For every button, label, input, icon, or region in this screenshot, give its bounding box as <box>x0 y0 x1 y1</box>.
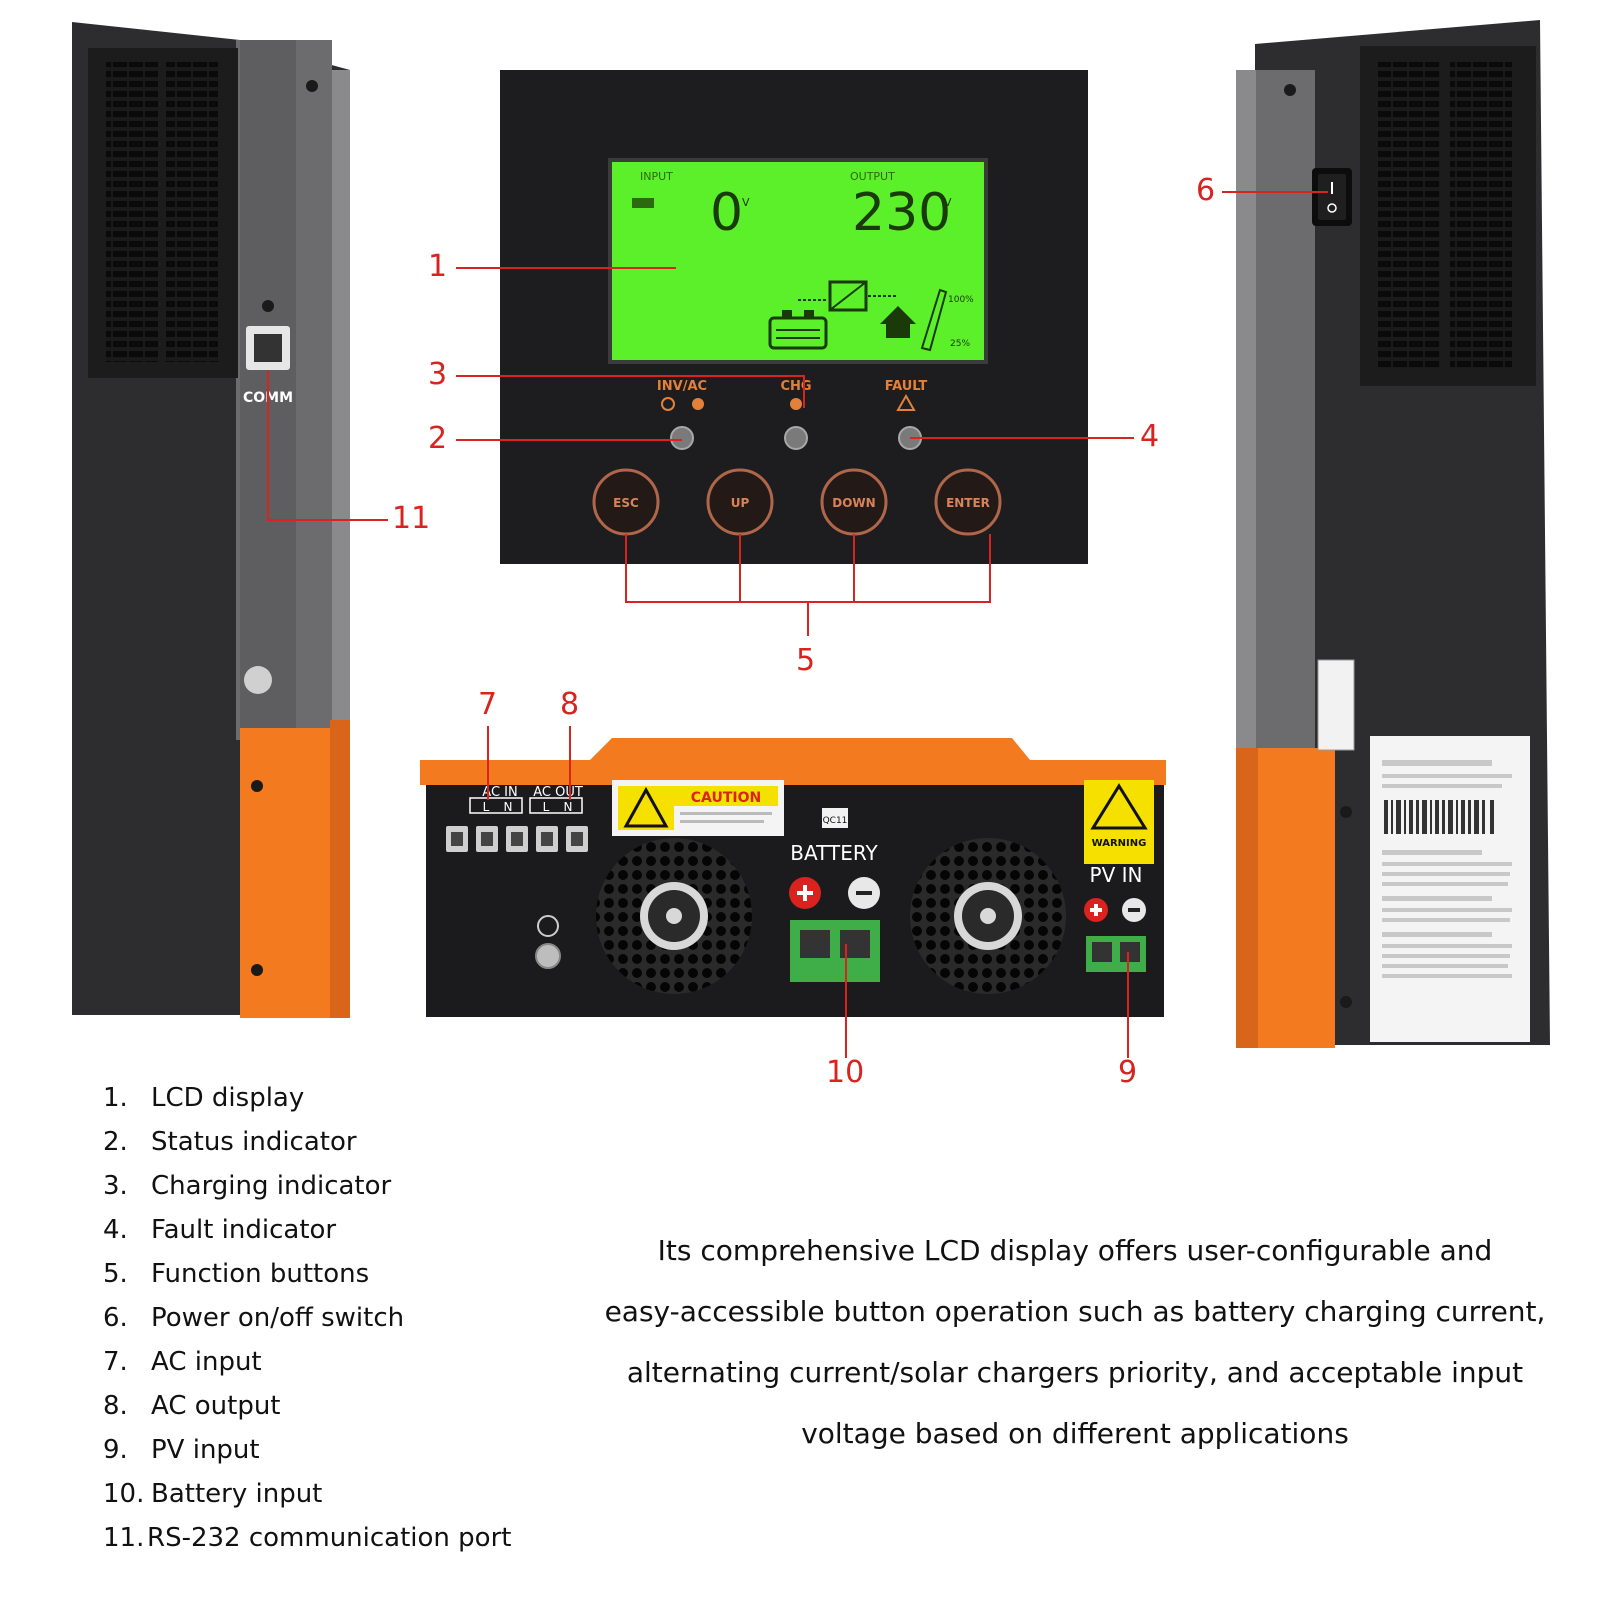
ac-in-n: N <box>504 800 513 814</box>
bottom-view: AC IN AC OUT L N L N CAUTION <box>420 738 1166 1017</box>
indicator-fault-label: FAULT <box>885 379 928 394</box>
legend-text: Battery input <box>151 1479 323 1509</box>
legend-item: 1. LCD display <box>103 1083 304 1113</box>
home-icon <box>880 306 916 338</box>
legend-num: 2. <box>103 1127 128 1157</box>
lcd-input-unit: V <box>742 196 750 209</box>
legend-num: 3. <box>103 1171 128 1201</box>
ac-out-l: L <box>543 800 550 814</box>
warning-label: WARNING <box>1092 838 1147 849</box>
legend-num: 6. <box>103 1303 128 1333</box>
legend-text: AC input <box>151 1347 262 1377</box>
lcd-pct-low: 25% <box>950 339 970 349</box>
sun-icon <box>661 397 675 411</box>
callout-3: 3 <box>428 357 448 392</box>
inverter-icon <box>828 280 868 312</box>
callout-7: 7 <box>478 687 498 722</box>
right-side-view <box>1236 20 1550 1048</box>
front-panel: INPUT OUTPUT 0 V 230 V 100% 25% INV/AC C… <box>500 70 1088 564</box>
pv-in-label: PV IN <box>1090 863 1143 887</box>
legend-text: Function buttons <box>151 1259 370 1289</box>
description-line: easy-accessible button operation such as… <box>604 1295 1546 1328</box>
battery-icon <box>768 310 828 350</box>
esc-button-label: ESC <box>613 496 639 510</box>
callout-10: 10 <box>826 1055 865 1090</box>
ac-in-label: AC IN <box>482 785 517 800</box>
left-side-view: COMM <box>72 22 350 1018</box>
legend-text: RS-232 communication port <box>147 1523 512 1553</box>
legend-num: 5. <box>103 1259 128 1289</box>
fuse-sticker <box>822 808 848 828</box>
high-voltage-icon <box>1090 783 1148 830</box>
charging-led <box>784 426 808 450</box>
lcd-output-value: 230 <box>852 183 951 243</box>
callout-6: 6 <box>1196 173 1216 208</box>
callout-lines <box>267 191 1328 1058</box>
legend-item: 11.RS-232 communication port <box>103 1523 511 1553</box>
lcd-output-label: OUTPUT <box>850 170 895 183</box>
ac-in-l: L <box>483 800 490 814</box>
legend-item: 10.Battery input <box>103 1479 322 1509</box>
callout-8: 8 <box>560 687 580 722</box>
callout-9: 9 <box>1118 1055 1138 1090</box>
legend-num: 10. <box>103 1479 145 1509</box>
ground-screw <box>535 943 561 969</box>
legend-num: 1. <box>103 1083 128 1113</box>
legend-text: Power on/off switch <box>151 1303 405 1333</box>
legend-text: Fault indicator <box>151 1215 337 1245</box>
legend-num: 11. <box>103 1523 145 1553</box>
callout-2: 2 <box>428 421 448 456</box>
fuse-label: QC11 <box>823 816 848 826</box>
sun-filled-icon <box>692 398 704 410</box>
callout-5: 5 <box>796 643 816 678</box>
legend-item: 3. Charging indicator <box>103 1171 391 1201</box>
legend-item: 6. Power on/off switch <box>103 1303 404 1333</box>
legend-text: Charging indicator <box>151 1171 392 1201</box>
charge-icon <box>790 398 802 410</box>
caution-label: CAUTION <box>691 790 761 806</box>
indicator-inv-label: INV/AC <box>657 379 707 394</box>
legend-text: LCD display <box>151 1083 305 1113</box>
description-line: alternating current/solar chargers prior… <box>626 1356 1524 1389</box>
legend-text: Status indicator <box>151 1127 357 1157</box>
callout-4: 4 <box>1140 419 1160 454</box>
lcd-input-value: 0 <box>710 183 743 243</box>
enter-button[interactable] <box>934 468 1002 536</box>
callout-1: 1 <box>428 249 448 284</box>
lcd-output-unit: V <box>944 196 952 209</box>
battery-label: BATTERY <box>790 841 878 865</box>
legend-num: 9. <box>103 1435 128 1465</box>
callout-11: 11 <box>392 501 431 536</box>
legend-item: 5. Function buttons <box>103 1259 369 1289</box>
up-button-label: UP <box>731 496 750 510</box>
lcd-input-label: INPUT <box>640 170 673 183</box>
warning-sticker <box>1084 780 1154 864</box>
description-text: Its comprehensive LCD display offers use… <box>570 1220 1580 1464</box>
legend-num: 7. <box>103 1347 128 1377</box>
down-button-label: DOWN <box>832 496 875 510</box>
ac-out-n: N <box>564 800 573 814</box>
load-level-icon <box>920 288 948 352</box>
status-led <box>670 426 694 450</box>
lcd-pct-high: 100% <box>948 295 974 305</box>
description-line: Its comprehensive LCD display offers use… <box>657 1234 1493 1267</box>
spec-sticker <box>1370 736 1530 1042</box>
legend-item: 2. Status indicator <box>103 1127 357 1157</box>
caution-icon <box>623 786 669 828</box>
legend-num: 4. <box>103 1215 128 1245</box>
legend-text: PV input <box>151 1435 260 1465</box>
legend-item: 9. PV input <box>103 1435 260 1465</box>
ground-icon <box>537 915 559 937</box>
legend-item: 7. AC input <box>103 1347 262 1377</box>
lcd-display <box>612 162 984 360</box>
legend-item: 8. AC output <box>103 1391 281 1421</box>
legend-num: 8. <box>103 1391 128 1421</box>
description-line: voltage based on different applications <box>801 1417 1349 1450</box>
legend-text: AC output <box>151 1391 281 1421</box>
indicator-chg-label: CHG <box>780 379 811 394</box>
legend-item: 4. Fault indicator <box>103 1215 336 1245</box>
warning-triangle-icon <box>896 393 916 411</box>
enter-button-label: ENTER <box>946 496 990 510</box>
